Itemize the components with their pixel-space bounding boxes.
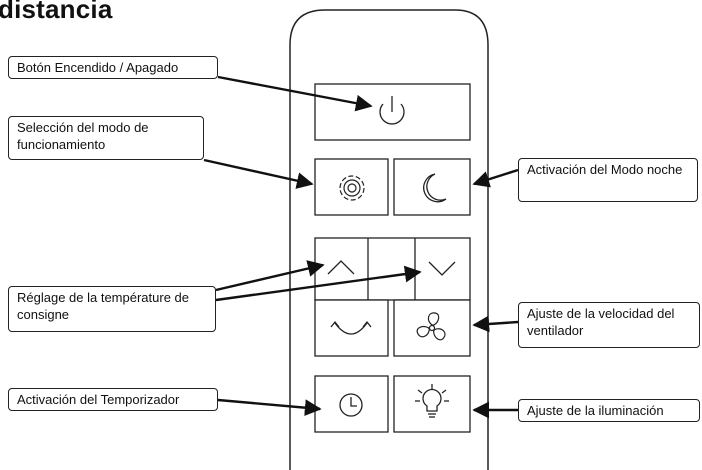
power-icon — [379, 96, 405, 125]
arrow-timer — [217, 398, 322, 417]
power-button[interactable] — [314, 83, 471, 141]
arrow-temperature-down — [215, 265, 422, 302]
label-lighting: Ajuste de la iluminación — [518, 399, 700, 422]
label-night: Activación del Modo noche — [518, 158, 698, 202]
temperature-block — [314, 237, 471, 301]
arrow-fan — [472, 315, 519, 333]
page-title: distancia — [0, 0, 113, 24]
arrow-temperature-up — [215, 260, 325, 292]
arrow-power — [217, 75, 373, 112]
lighting-button[interactable] — [393, 375, 471, 433]
remote-body — [289, 9, 489, 470]
timer-button[interactable] — [314, 375, 389, 433]
arrow-night — [472, 168, 519, 188]
temperature-down-button[interactable] — [428, 261, 456, 276]
chevron-down-icon — [428, 261, 456, 276]
fan-speed-button[interactable] — [393, 299, 471, 357]
label-mode: Selección del modo de funcionamiento — [8, 116, 204, 160]
night-mode-button[interactable] — [393, 158, 471, 216]
label-power: Botón Encendido / Apagado — [8, 56, 218, 79]
gear-icon — [339, 175, 365, 201]
swing-button[interactable] — [314, 299, 389, 357]
arrow-mode — [203, 158, 314, 189]
temperature-up-button[interactable] — [327, 260, 355, 275]
clock-icon — [339, 393, 363, 417]
swing-icon — [330, 320, 372, 335]
label-timer: Activación del Temporizador — [8, 388, 218, 411]
fan-icon — [416, 312, 446, 341]
chevron-up-icon — [327, 260, 355, 275]
light-bulb-icon — [415, 384, 449, 418]
label-fan-speed: Ajuste de la velocidad del ventilador — [518, 302, 700, 348]
mode-button[interactable] — [314, 158, 389, 216]
moon-icon — [423, 173, 447, 203]
callout-arrows — [203, 75, 519, 419]
label-temperature: Réglage de la température de consigne — [8, 286, 216, 332]
